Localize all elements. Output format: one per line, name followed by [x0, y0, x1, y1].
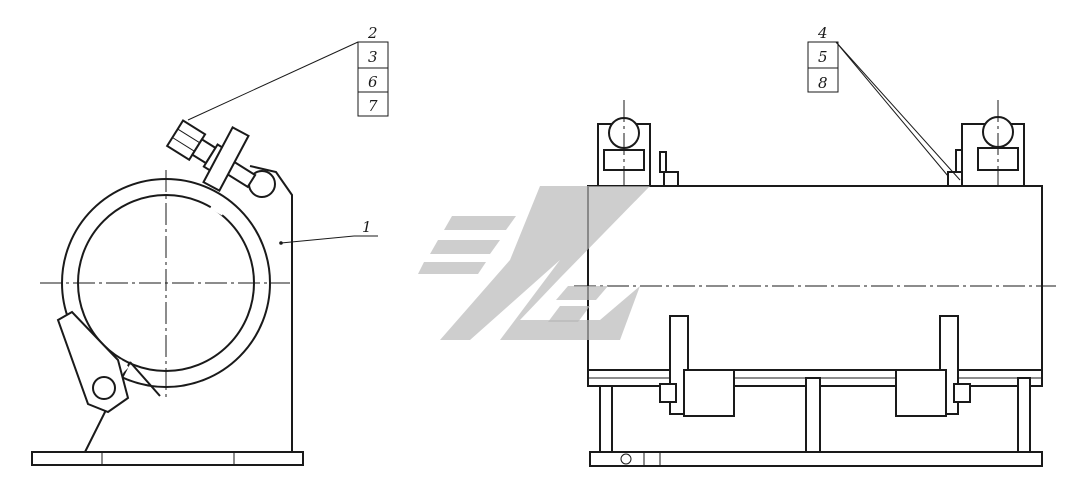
top-bolt-left: [597, 117, 679, 187]
top-bolt-right: [947, 116, 1025, 187]
callout-part-1: 1: [279, 218, 378, 245]
callout-8: 8: [818, 74, 828, 92]
callout-3: 3: [368, 48, 378, 66]
callout-left: 2 3 6 7: [187, 24, 389, 121]
hinge-lever: [56, 310, 130, 414]
base-plate-right: [589, 451, 1043, 467]
callout-5: 5: [818, 48, 828, 66]
base-plate-left: [31, 451, 304, 466]
hinge-pin: [92, 376, 116, 400]
callout-6: 6: [368, 73, 378, 91]
callout-right: 4 5 8: [807, 24, 961, 181]
front-view: [574, 100, 1056, 467]
callout-2: 2: [367, 24, 378, 42]
watermark-logo-icon: [418, 186, 650, 340]
callout-4: 4: [817, 24, 828, 42]
side-view: [31, 119, 304, 466]
main-body: [587, 185, 1043, 371]
support-bracket: [84, 165, 293, 453]
callout-7: 7: [368, 97, 378, 115]
callout-1: 1: [362, 218, 372, 236]
